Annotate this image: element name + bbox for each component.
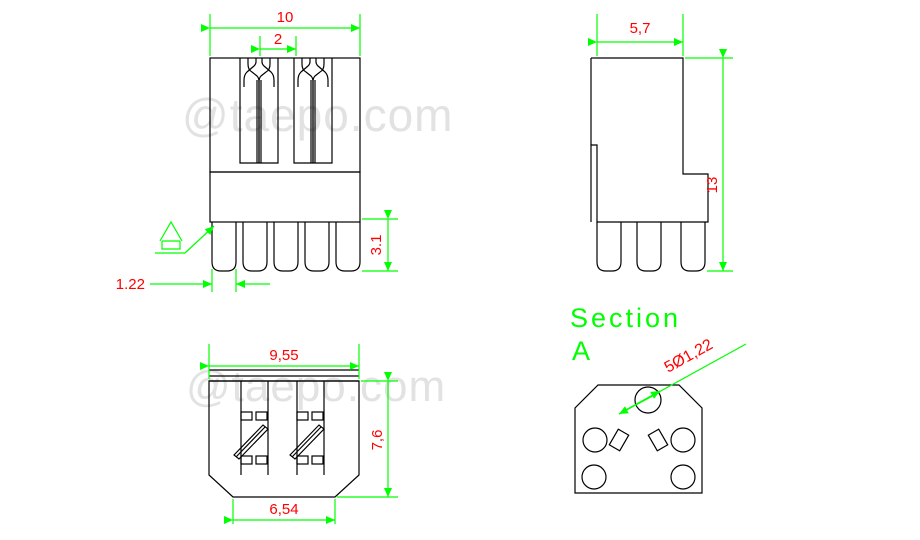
front-pin-5 [335,222,361,272]
bottom-body-outline [208,380,360,498]
section-marker-triangle [159,220,183,242]
front-contact-2a2 [297,58,311,87]
bottom-tab-1c [240,455,253,465]
front-contact-1b2 [261,58,275,87]
front-contact-2b2 [315,58,329,87]
bottom-spring-1 [233,424,269,460]
bottom-view-dimensions [200,344,398,524]
bottom-tab-1a [240,411,253,421]
bottom-tab-1b [255,411,268,421]
dim-text-body-width: 9,55 [269,347,298,364]
section-hole-bottom-right [670,464,696,490]
section-marker-arrow [184,225,215,254]
section-hole-top-right [670,427,696,453]
section-hole-bottom-left [581,464,607,490]
dim-text-pin-width: 1.22 [116,276,145,293]
side-view [590,57,709,272]
bottom-tab-2b [311,411,324,421]
bottom-view [208,369,360,498]
dim-text-body-depth: 7,6 [369,430,386,451]
front-body-lower [209,171,361,223]
side-pin-1 [596,222,622,272]
bottom-spring-2 [289,424,325,460]
front-view [209,57,361,272]
callout-arrow-right [621,390,661,413]
section-view-callout [618,343,747,415]
bottom-spring-1-line [235,426,266,458]
front-pin-1 [211,222,237,272]
side-view-dimensions [588,14,733,272]
dim-text-depth: 5,7 [630,20,651,37]
section-outline [574,384,703,494]
bottom-tab-2d [311,455,324,465]
bottom-tab-2a [296,411,309,421]
section-view-labels: Section A 5Ø1,22 [570,303,716,376]
section-marker-box [161,241,181,250]
front-contact-1b [258,58,271,163]
front-body-upper [209,57,361,173]
front-pin-4 [304,222,330,272]
front-view-dimensions [150,14,398,292]
side-view-dimension-text: 5,7 13 [630,20,721,193]
dim-text-pin-length: 3.1 [368,235,385,256]
section-title-line1: Section [570,303,681,333]
front-view-dimension-text: 10 2 3.1 1.22 [116,9,385,293]
dim-text-overall-width: 10 [277,9,294,26]
front-contact-2b [312,58,325,163]
front-pin-2 [242,222,268,272]
dim-text-pitch: 2 [274,31,282,48]
side-pin-2 [636,222,662,272]
section-slot-right [647,428,669,452]
dim-text-height: 13 [704,177,721,194]
bottom-view-dimension-text: 9,55 7,6 6,54 [269,347,386,518]
front-pin-3 [273,222,299,272]
section-hole-center [634,386,662,414]
section-hole-top-left [582,427,608,453]
bottom-spring-2-line [291,426,322,458]
section-slot-left [608,428,630,452]
section-title-line2: A [572,336,590,366]
section-view [574,384,703,494]
section-callout-text: 5Ø1,22 [662,336,716,376]
front-contact-1a2 [243,58,257,87]
side-body-outline [590,57,709,223]
watermark-top: @taepo.com [182,89,454,141]
dim-text-base-width: 6,54 [269,501,298,518]
side-pin-3 [680,222,706,272]
bottom-tab-2c [296,455,309,465]
bottom-tab-1d [255,455,268,465]
